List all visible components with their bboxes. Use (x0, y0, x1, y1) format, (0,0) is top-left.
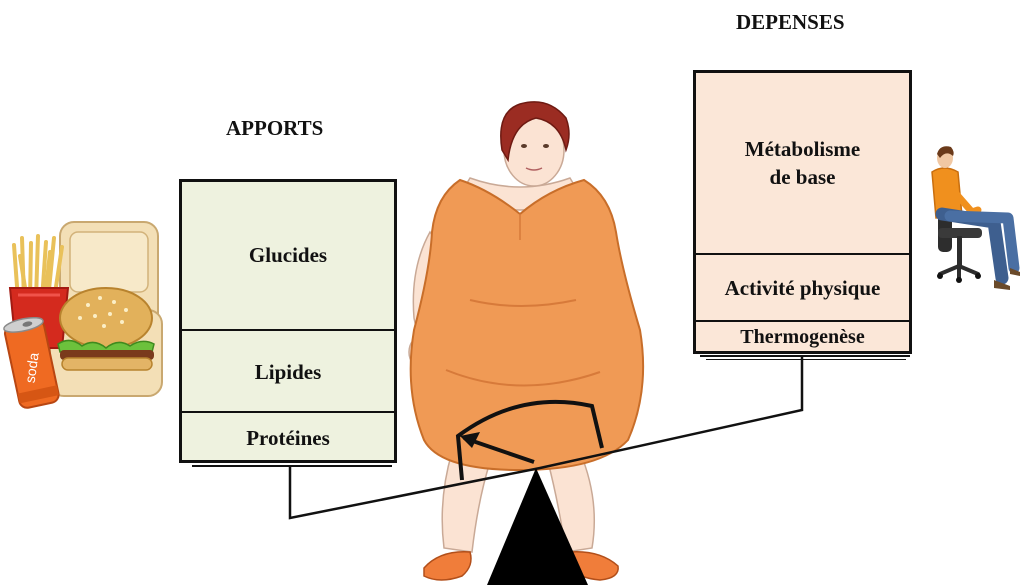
apports-box: Glucides Lipides Protéines (179, 179, 397, 463)
depenses-thermogenese: Thermogenèse (696, 320, 909, 353)
woman-illustration (408, 101, 645, 581)
apports-proteines: Protéines (182, 411, 394, 463)
depenses-base-line (700, 355, 910, 357)
junk-food-illustration: soda (3, 221, 163, 409)
apports-title: APPORTS (226, 116, 324, 140)
seated-man-illustration (931, 146, 1020, 290)
soda-can-icon: soda (3, 316, 60, 409)
depenses-activite: Activité physique (696, 253, 909, 322)
tilt-arrow-icon (455, 399, 604, 481)
depenses-metabolisme: Métabolisme de base (744, 136, 861, 189)
balance-beam (288, 357, 804, 520)
apports-glucides: Glucides (248, 243, 328, 268)
fulcrum-triangle (487, 468, 588, 585)
depenses-base-line-2 (706, 359, 906, 360)
depenses-box: Métabolisme de base Activité physique Th… (693, 70, 912, 354)
apports-base-line (192, 465, 392, 467)
apports-lipides: Lipides (182, 329, 394, 413)
depenses-title: DEPENSES (736, 10, 845, 34)
soda-label: soda (22, 351, 42, 384)
burger-icon (57, 287, 155, 371)
